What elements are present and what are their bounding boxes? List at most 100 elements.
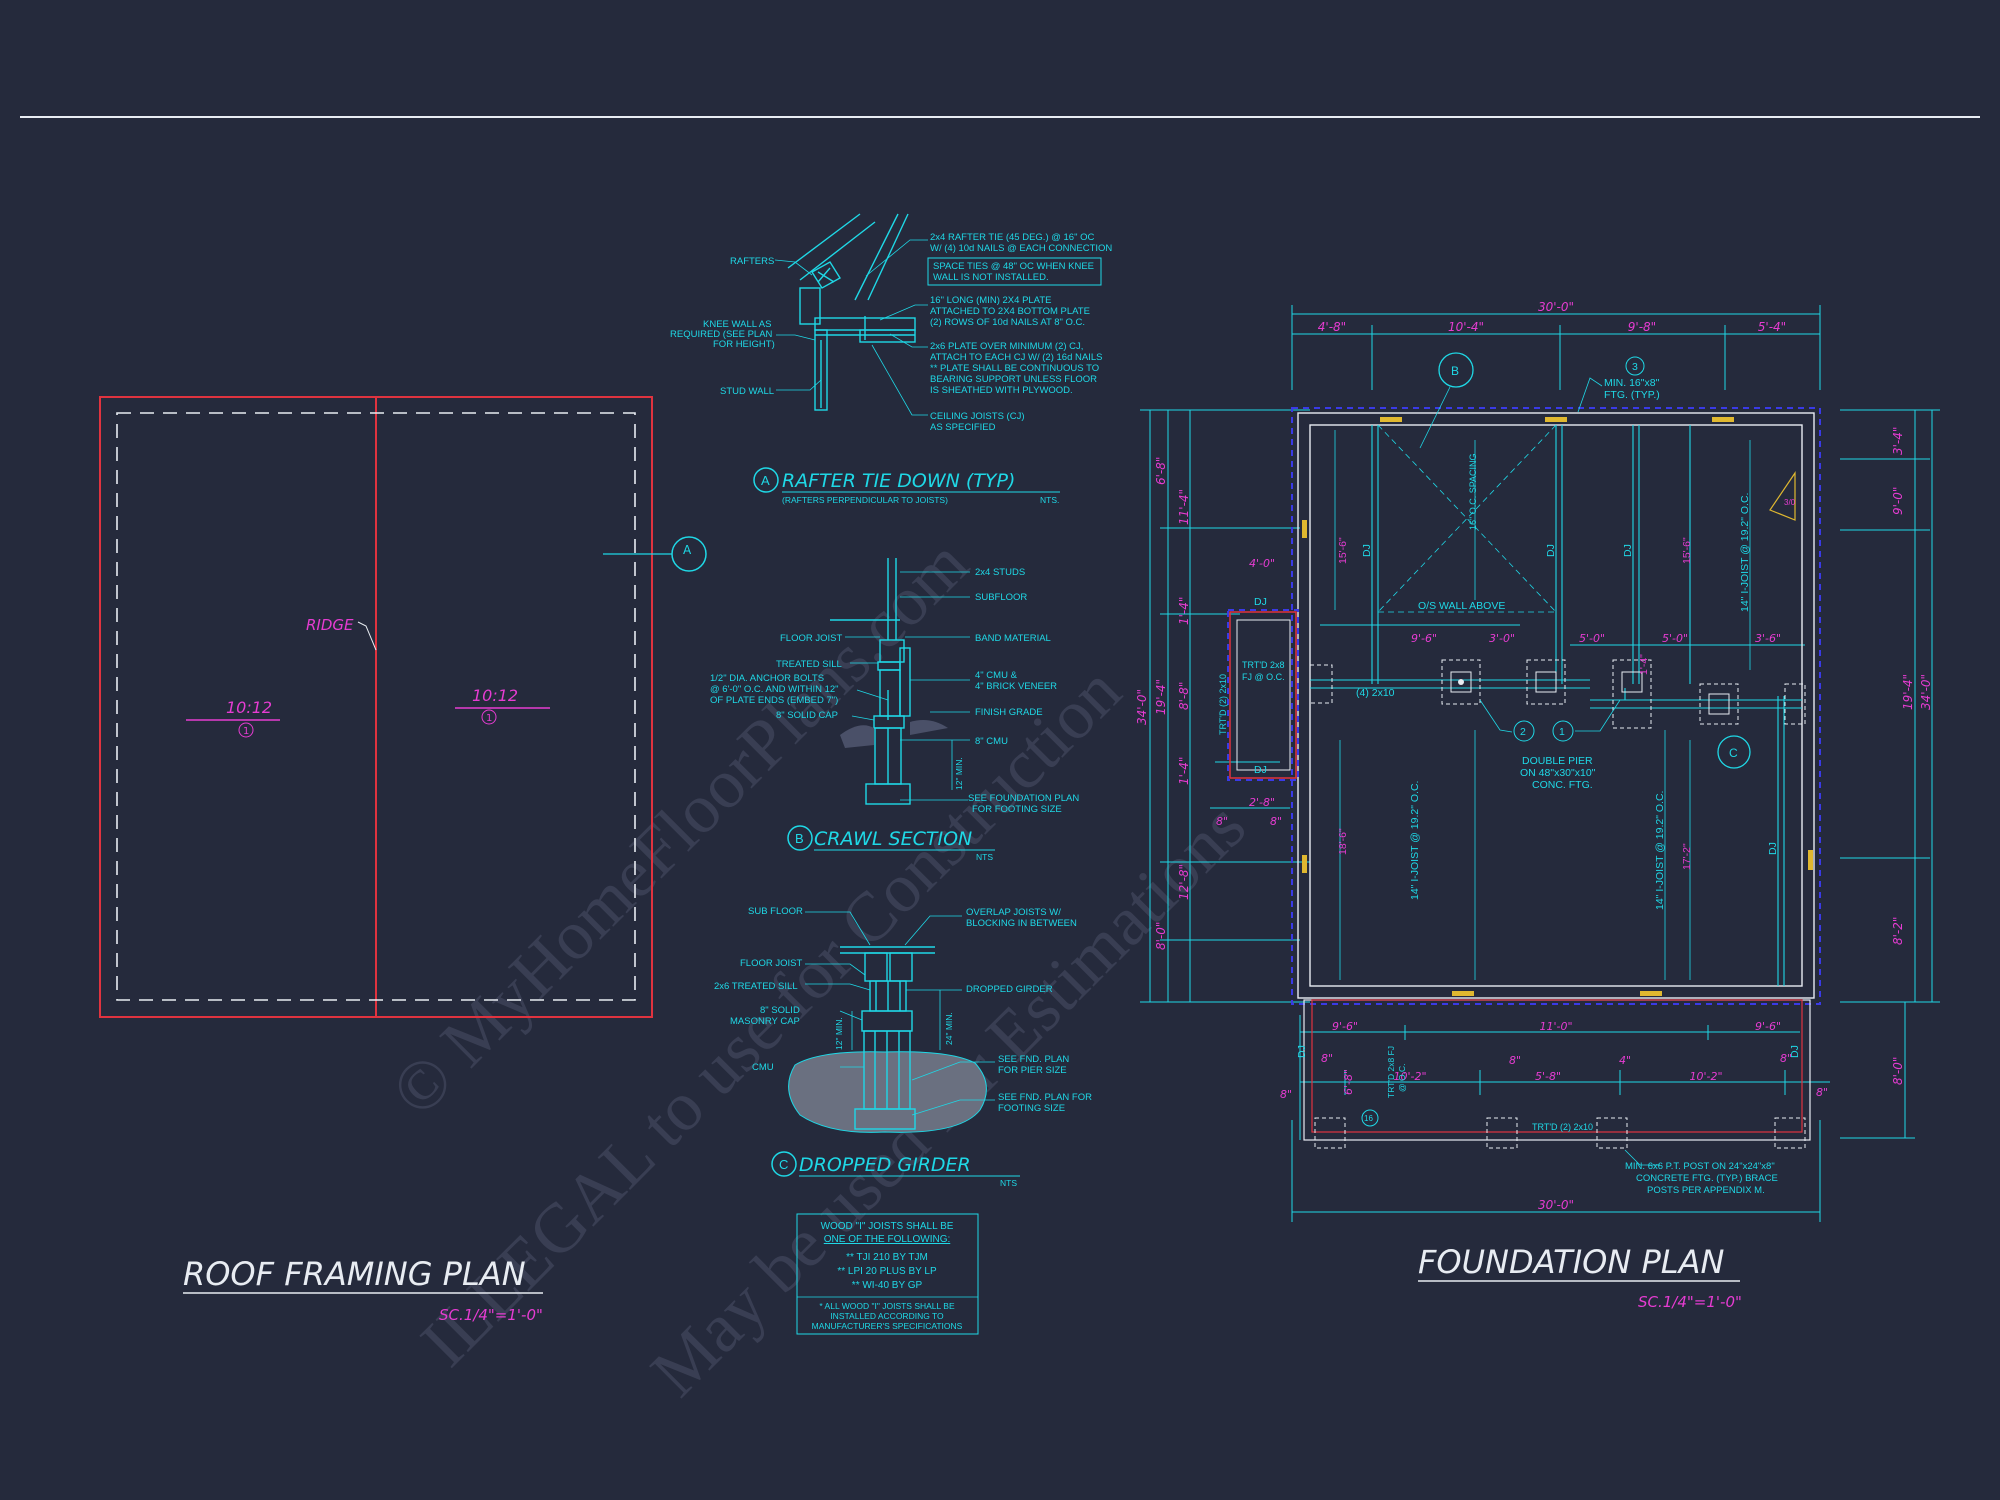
marker-c-label: C: [1729, 746, 1738, 760]
label-trtd-left-2: TRT'D 2x8: [1242, 660, 1285, 670]
dim-right-sub: 19'-4": [1901, 674, 1915, 710]
tag-leader: [1479, 699, 1513, 733]
label-tie-1: 2x4 RAFTER TIE (45 DEG.) @ 16" OC: [930, 232, 1094, 243]
label-dj-2: DJ: [1545, 544, 1557, 557]
label-sub-floor: SUB FLOOR: [748, 906, 803, 917]
fp-piers: [1309, 659, 1806, 1149]
dim-left-4: 8'-8": [1177, 682, 1191, 710]
label-span-a: 15'-6": [1337, 537, 1349, 564]
label-stud-wall: STUD WALL: [720, 386, 774, 397]
label-2x6-4: BEARING SUPPORT UNLESS FLOOR: [930, 374, 1097, 385]
dim-inner-e: 3'-6": [1755, 632, 1781, 645]
foundation-plan: 3/0 30'-0" 4'-8" 10'-4" 9'-8" 5'-4" 30'-…: [1135, 300, 1940, 1311]
note-line-7: INSTALLED ACCORDING TO: [830, 1311, 944, 1321]
dim-inner-c: 5'-0": [1579, 632, 1605, 645]
detail-b-drawing: [830, 558, 911, 805]
dim-left-3: 1'-4": [1177, 597, 1191, 625]
label-c-treated-sill: 2x6 TREATED SILL: [714, 981, 798, 992]
label-knee-wall-1: KNEE WALL AS: [703, 319, 771, 330]
detail-c-drawing: [840, 946, 935, 1130]
detail-b-marker-label: B: [795, 831, 804, 846]
dim-left-sub: 19'-4": [1154, 679, 1168, 715]
dim-right-2: 9'-0": [1891, 487, 1905, 515]
label-12-min: 12" MIN.: [954, 757, 964, 790]
label-dj-6: DJ: [1767, 842, 1779, 855]
label-trtd-left-1: TRT'D (2) 2x10: [1218, 674, 1228, 735]
fp-labels: MIN. 16"x8" FTG. (TYP.) 3 B 16" O.C. SPA…: [1218, 352, 1801, 1196]
dim-top-3: 9'-8": [1628, 320, 1656, 334]
label-overlap-2: BLOCKING IN BETWEEN: [966, 918, 1077, 929]
tag-3-circle: [1625, 356, 1645, 376]
i-joist-note: WOOD "I" JOISTS SHALL BE ONE OF THE FOLL…: [796, 1213, 979, 1335]
pier-center-1: [1450, 671, 1472, 693]
dim-inner-side: 4'-0": [1249, 557, 1275, 570]
ftg-note-2: FTG. (TYP.): [1604, 389, 1660, 401]
pitch-left-tag: [238, 722, 254, 738]
dim-bottom-j: 8": [1280, 1088, 1292, 1101]
label-2x6-3: ** PLATE SHALL BE CONTINUOUS TO: [930, 363, 1099, 374]
fp-dashed-outline: [1227, 407, 1821, 1005]
roof-plan-scale: SC.1/4"=1'-0": [439, 1306, 543, 1324]
tag-1: 1: [1559, 726, 1565, 738]
label-dim-f: 1'-4": [1638, 654, 1650, 675]
label-min-24: 24" MIN.: [944, 1012, 954, 1045]
fp-dims-top: 30'-0" 4'-8" 10'-4" 9'-8" 5'-4" 30'-0": [1318, 300, 1786, 1212]
fp-side-bump-inner: [1236, 619, 1291, 771]
dim-left-7: 8'-0": [1154, 922, 1168, 950]
label-dj-5: DJ: [1254, 764, 1267, 776]
post-note-1: MIN. 6x6 P.T. POST ON 24"x24"x8": [1625, 1161, 1775, 1172]
label-dj-4: DJ: [1254, 596, 1267, 608]
label-trtd-porch-1: TRT'D 2x8 FJ: [1386, 1046, 1396, 1098]
space-ties-box: [927, 257, 1102, 286]
label-joist-right-top: 14" I-JOIST @ 19.2" O.C.: [1739, 493, 1751, 612]
label-2x6-2: ATTACH TO EACH CJ W/ (2) 16d NAILS: [930, 352, 1102, 363]
label-joist-left: 14" I-JOIST @ 19.2" O.C.: [1409, 781, 1421, 900]
label-knee-wall-2: REQUIRED (SEE PLAN: [670, 329, 773, 340]
fp-dims-left: 6'-8" 11'-4" 34'-0" 19'-4" 1'-4" 8'-8" 1…: [1135, 457, 1191, 950]
pier-leader: [1575, 699, 1621, 732]
ftg-leader: [1577, 377, 1603, 413]
label-ow-above: O/S WALL ABOVE: [1418, 600, 1505, 612]
tag-1-circle: [1552, 720, 1574, 742]
label-span-c: 18'-6": [1337, 828, 1349, 855]
note-line-4: ** LPI 20 PLUS BY LP: [837, 1266, 937, 1277]
pier-note-2: ON 48"x30"x10": [1520, 767, 1596, 779]
fp-joists: [1310, 425, 1802, 986]
dim-inner-b: 3'-0": [1489, 632, 1515, 645]
fp-diagonal-x: [1377, 424, 1557, 613]
marker-b-circle: [1438, 352, 1474, 388]
label-cap-2: MASONRY CAP: [730, 1016, 800, 1027]
label-2x6-5: IS SHEATHED WITH PLYWOOD.: [930, 385, 1073, 396]
label-plate-3: (2) ROWS OF 10d NAILS AT 8" O.C.: [930, 317, 1085, 328]
label-pier-1: SEE FND. PLAN: [998, 1054, 1069, 1065]
pitch-right-tag: [481, 709, 497, 725]
roof-plan-title: ROOF FRAMING PLAN: [183, 1255, 526, 1293]
note-line-5: ** WI-40 BY GP: [852, 1280, 923, 1291]
pier-center-3: [1621, 671, 1643, 693]
dim-bottom-c: 9'-6": [1755, 1020, 1781, 1033]
dim-bottom-d: 10'-2": [1393, 1070, 1426, 1083]
tag-2-circle: [1513, 720, 1535, 742]
dim-top-1: 4'-8": [1318, 320, 1346, 334]
marker-b-leader: [1419, 386, 1451, 449]
dim-right-4: 8'-0": [1891, 1057, 1905, 1085]
label-dj-8: DJ: [1789, 1045, 1801, 1058]
pier-dot: [1458, 679, 1464, 685]
detail-a-marker-label: A: [761, 473, 770, 488]
note-line-1: WOOD "I" JOISTS SHALL BE: [821, 1221, 954, 1232]
note-line-2: ONE OF THE FOLLOWING:: [824, 1234, 951, 1245]
dim-bottom-l: 8": [1816, 1086, 1828, 1099]
dim-bottom-h: 8": [1509, 1054, 1521, 1067]
dim-porch-b: 8": [1216, 815, 1228, 828]
detail-a-rafter-tie-down: RAFTERS KNEE WALL AS REQUIRED (SEE PLAN …: [670, 213, 1112, 505]
label-floor-joist: FLOOR JOIST: [780, 633, 842, 644]
tag-2: 2: [1520, 726, 1526, 738]
ridge-label: RIDGE: [306, 616, 354, 634]
dim-left-5: 1'-4": [1177, 757, 1191, 785]
label-overlap-1: OVERLAP JOISTS W/: [966, 907, 1061, 918]
dim-bottom-f: 10'-2": [1689, 1070, 1722, 1083]
label-tie-2: W/ (4) 10d NAILS @ EACH CONNECTION: [930, 243, 1112, 254]
detail-c-dropped-girder: SUB FLOOR OVERLAP JOISTS W/ BLOCKING IN …: [714, 906, 1092, 1188]
dim-bottom-a: 9'-6": [1332, 1020, 1358, 1033]
